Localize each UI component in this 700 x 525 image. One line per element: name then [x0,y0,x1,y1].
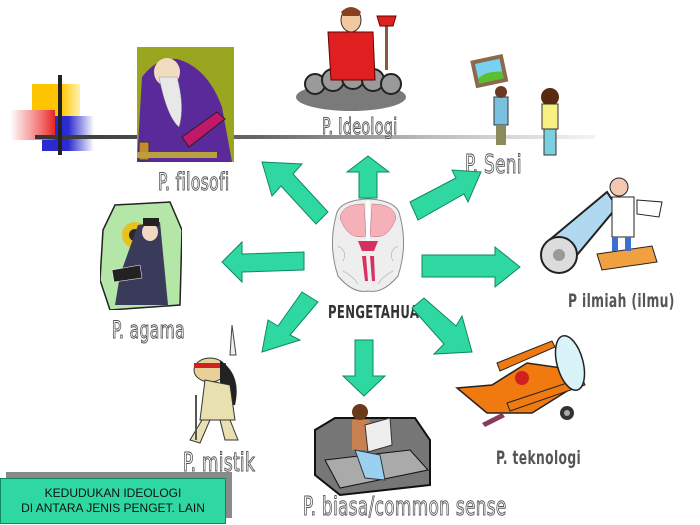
arrow-downright-teknologi-icon [411,297,473,355]
arrow-right-ilmiah-icon [421,245,521,289]
arrow-up-ideologi-icon [345,155,391,199]
arrow-down-biasa-icon [341,339,387,397]
philosopher-with-book-icon [137,47,234,162]
arrow-downleft-mistik-icon [261,291,319,353]
node-label-filosofi: P. filosofi [158,168,230,197]
arrow-upright-seni-icon [409,169,482,221]
center-label-pengetahuan: PENGETAHUAN [328,302,430,323]
brain-icon [332,198,404,292]
biplane-icon [455,334,586,427]
node-label-ilmiah: P ilmiah (ilmu) [568,290,675,312]
man-reading-newspaper-icon [314,404,431,497]
scientist-telescope-icon [540,177,663,274]
arrow-left-agama-icon [221,240,305,284]
caption-line-1: KEDUDUKAN IDEOLOGI [44,486,182,500]
node-label-agama: P. agama [112,316,186,345]
monk-reading-icon [100,201,182,310]
node-label-ideologi: P. Ideologi [322,115,398,141]
caption-box: KEDUDUKAN IDEOLOGI DI ANTARA JENIS PENGE… [0,478,226,524]
decor-horizontal-line [35,135,595,139]
decor-vertical-line [58,75,62,155]
node-label-biasa: P. biasa/common sense [303,492,507,523]
people-with-painting-icon [470,54,559,156]
native-shaman-icon [189,325,239,444]
arrow-upleft-filosofi-icon [261,161,329,225]
caption-line-2: DI ANTARA JENIS PENGET. LAIN [21,501,205,515]
orator-with-axe-icon [296,7,406,111]
node-label-teknologi: P. teknologi [496,447,582,469]
